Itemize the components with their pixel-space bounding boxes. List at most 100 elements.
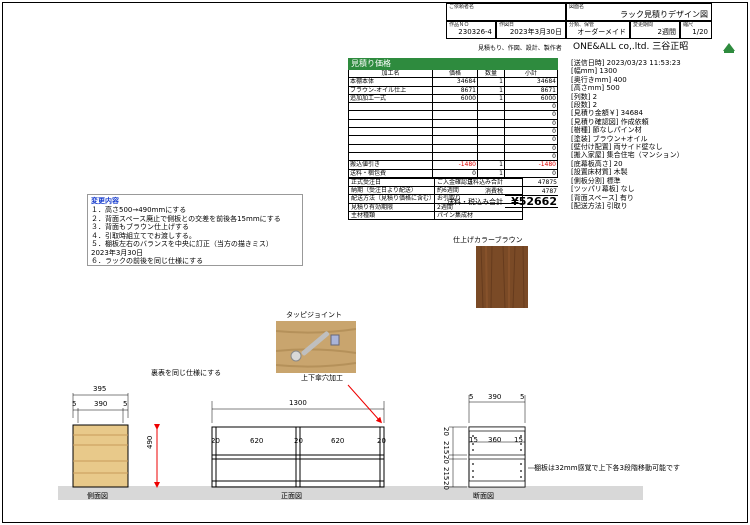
estimate-cell-name: 追加加工一式 [348,94,433,104]
estimate-row: 0 [348,119,558,129]
estimate-row: 0 [348,128,558,137]
estimate-cell-price: -1480 [433,161,478,170]
drawings-svg [72,384,534,488]
estimate-cell-price [433,103,478,112]
drawing-name-value: ラック見積りデザイン図 [620,10,708,19]
side-view [72,393,160,488]
section-h-1: 20 [442,427,450,436]
change-line: １．高さ500→490mmにする [91,206,187,214]
sakuhin-label: 作品ＮＯ [449,22,470,28]
brown-wood-swatch [476,246,528,308]
estimate-cell-name [348,136,433,145]
company-name: ONE&ALL co,.ltd. 三谷正昭 [573,42,689,52]
front-dim-part-1: 20 [211,437,220,445]
spec-item: [高さmm] 500 [571,84,620,93]
ground-strip [58,486,643,500]
section-dim-part-2: 15 [514,436,523,444]
category-label: 分類、保管 [569,22,595,28]
joint-label: タッピジョイント [286,311,342,319]
front-dim-part-2: 620 [250,437,264,445]
estimate-cell-name [348,103,433,112]
spec-item: [壁付け配置] 両サイド壁なし [571,143,663,152]
estimate-header-row: 加工名 価格 数量 小計 [348,70,558,79]
section-dim-part-1: 15 [469,436,478,444]
change-line: 2023年3月30日 [91,248,144,257]
estimate-cell-name [348,119,433,129]
spec-item: [塗装] ブラウン+オイル [571,134,648,143]
estimate-cell-qty [478,128,505,137]
section-h-4: 215 [442,467,450,481]
estimate-cell-qty [478,144,505,153]
spec-item: [側板分割] 標準 [571,176,621,185]
estimate-cell-qty: 1 [478,94,505,104]
spec-item: [奥行きmm] 400 [571,75,627,84]
tax-row: 消費税 4787 [348,187,558,196]
side-dim-left: 5 [72,400,77,408]
section-view-label: 断面図 [473,492,494,500]
condition-label: 配送方法（見積り価格に含む） [348,195,435,204]
estimate-heading: 見積り価格 [348,58,558,70]
estimate-cell-sub: 0 [505,128,558,137]
shelf-move-note: 棚板は32mm感覚で上下各3段階移動可能です [534,464,680,472]
estimate-cell-sub: 0 [505,103,558,112]
change-line: ６．ラックの前後を同じ仕様にする [91,257,204,265]
estimate-cell-name [348,144,433,153]
estimate-row: 0 [348,152,558,162]
condition-label: 正式受注日 [348,179,435,188]
condition-value: ご入金確認日 [435,179,523,188]
side-dim-height: 490 [146,435,154,449]
side-dim-center: 390 [94,400,108,408]
section-h-5: 20 [442,481,450,490]
estimate-cell-price [433,152,478,162]
condition-row: 主材種類パイン集成材 [348,211,523,220]
period-value: 2週間 [657,28,676,36]
umbrella-note: 上下傘穴加工 [301,374,343,382]
estimate-cell-name: ブラウン-オイル仕上 [348,86,433,95]
condition-row: 配送方法（見積り価格に含む）お引取り [348,195,523,204]
front-dim-width: 1300 [289,399,307,407]
estimate-cell-sub: -1480 [505,161,558,170]
front-dim-part-3: 20 [294,437,303,445]
condition-row: 正式受注日ご入金確認日 [348,179,523,188]
estimate-cell-qty [478,136,505,145]
estimate-cell-price: 34684 [433,78,478,87]
spec-item: [背面スペース] 有り [571,193,634,202]
customer-label: ご依頼者名 [449,4,475,10]
estimate-cell-price [433,144,478,153]
period-label: 変更期間 [633,22,654,28]
grand-total-label: 送料・税込み合計 [447,197,503,206]
company-logo-icon [723,43,735,53]
condition-value: 2週間 [435,203,523,212]
estimate-cell-sub: 0 [505,119,558,129]
estimate-cell-qty [478,152,505,162]
condition-value: お引取り [435,195,523,204]
scale-label: 縮尺 [683,22,694,28]
estimate-cell-name: 送料・梱包費 [348,169,433,178]
date-cell: 作図日 2023年3月30日 [496,21,566,39]
conditions-table: 正式受注日ご入金確認日納期（受注日より配送）約6週間配送方法（見積り価格に含む）… [348,178,523,220]
estimate-row: 0 [348,144,558,153]
condition-label: 見積り有効期限 [348,203,435,212]
spec-item: [底幕板高さ] 20 [571,159,623,168]
estimate-cell-qty [478,119,505,129]
section-dim-left: 5 [469,393,474,401]
category-cell: 分類、保管 オーダーメイド [566,21,630,39]
change-title: 変更内容 [91,197,119,205]
change-line: ３．背面もブラウン仕上げする [91,223,189,231]
sakuhin-cell: 作品ＮＯ 230326-4 [446,21,496,39]
side-view-label: 側面図 [87,492,108,500]
col-price: 価格 [433,70,478,79]
condition-label: 主材種類 [348,211,435,220]
col-qty: 数量 [478,70,505,79]
estimate-cell-name [348,128,433,137]
spec-item: [見積り金額￥] 34684 [571,109,643,118]
condition-value: パイン集成材 [435,211,523,220]
estimate-cell-price [433,128,478,137]
estimate-cell-qty: 1 [478,86,505,95]
section-dim-right: 5 [520,393,525,401]
estimate-cell-qty [478,111,505,120]
